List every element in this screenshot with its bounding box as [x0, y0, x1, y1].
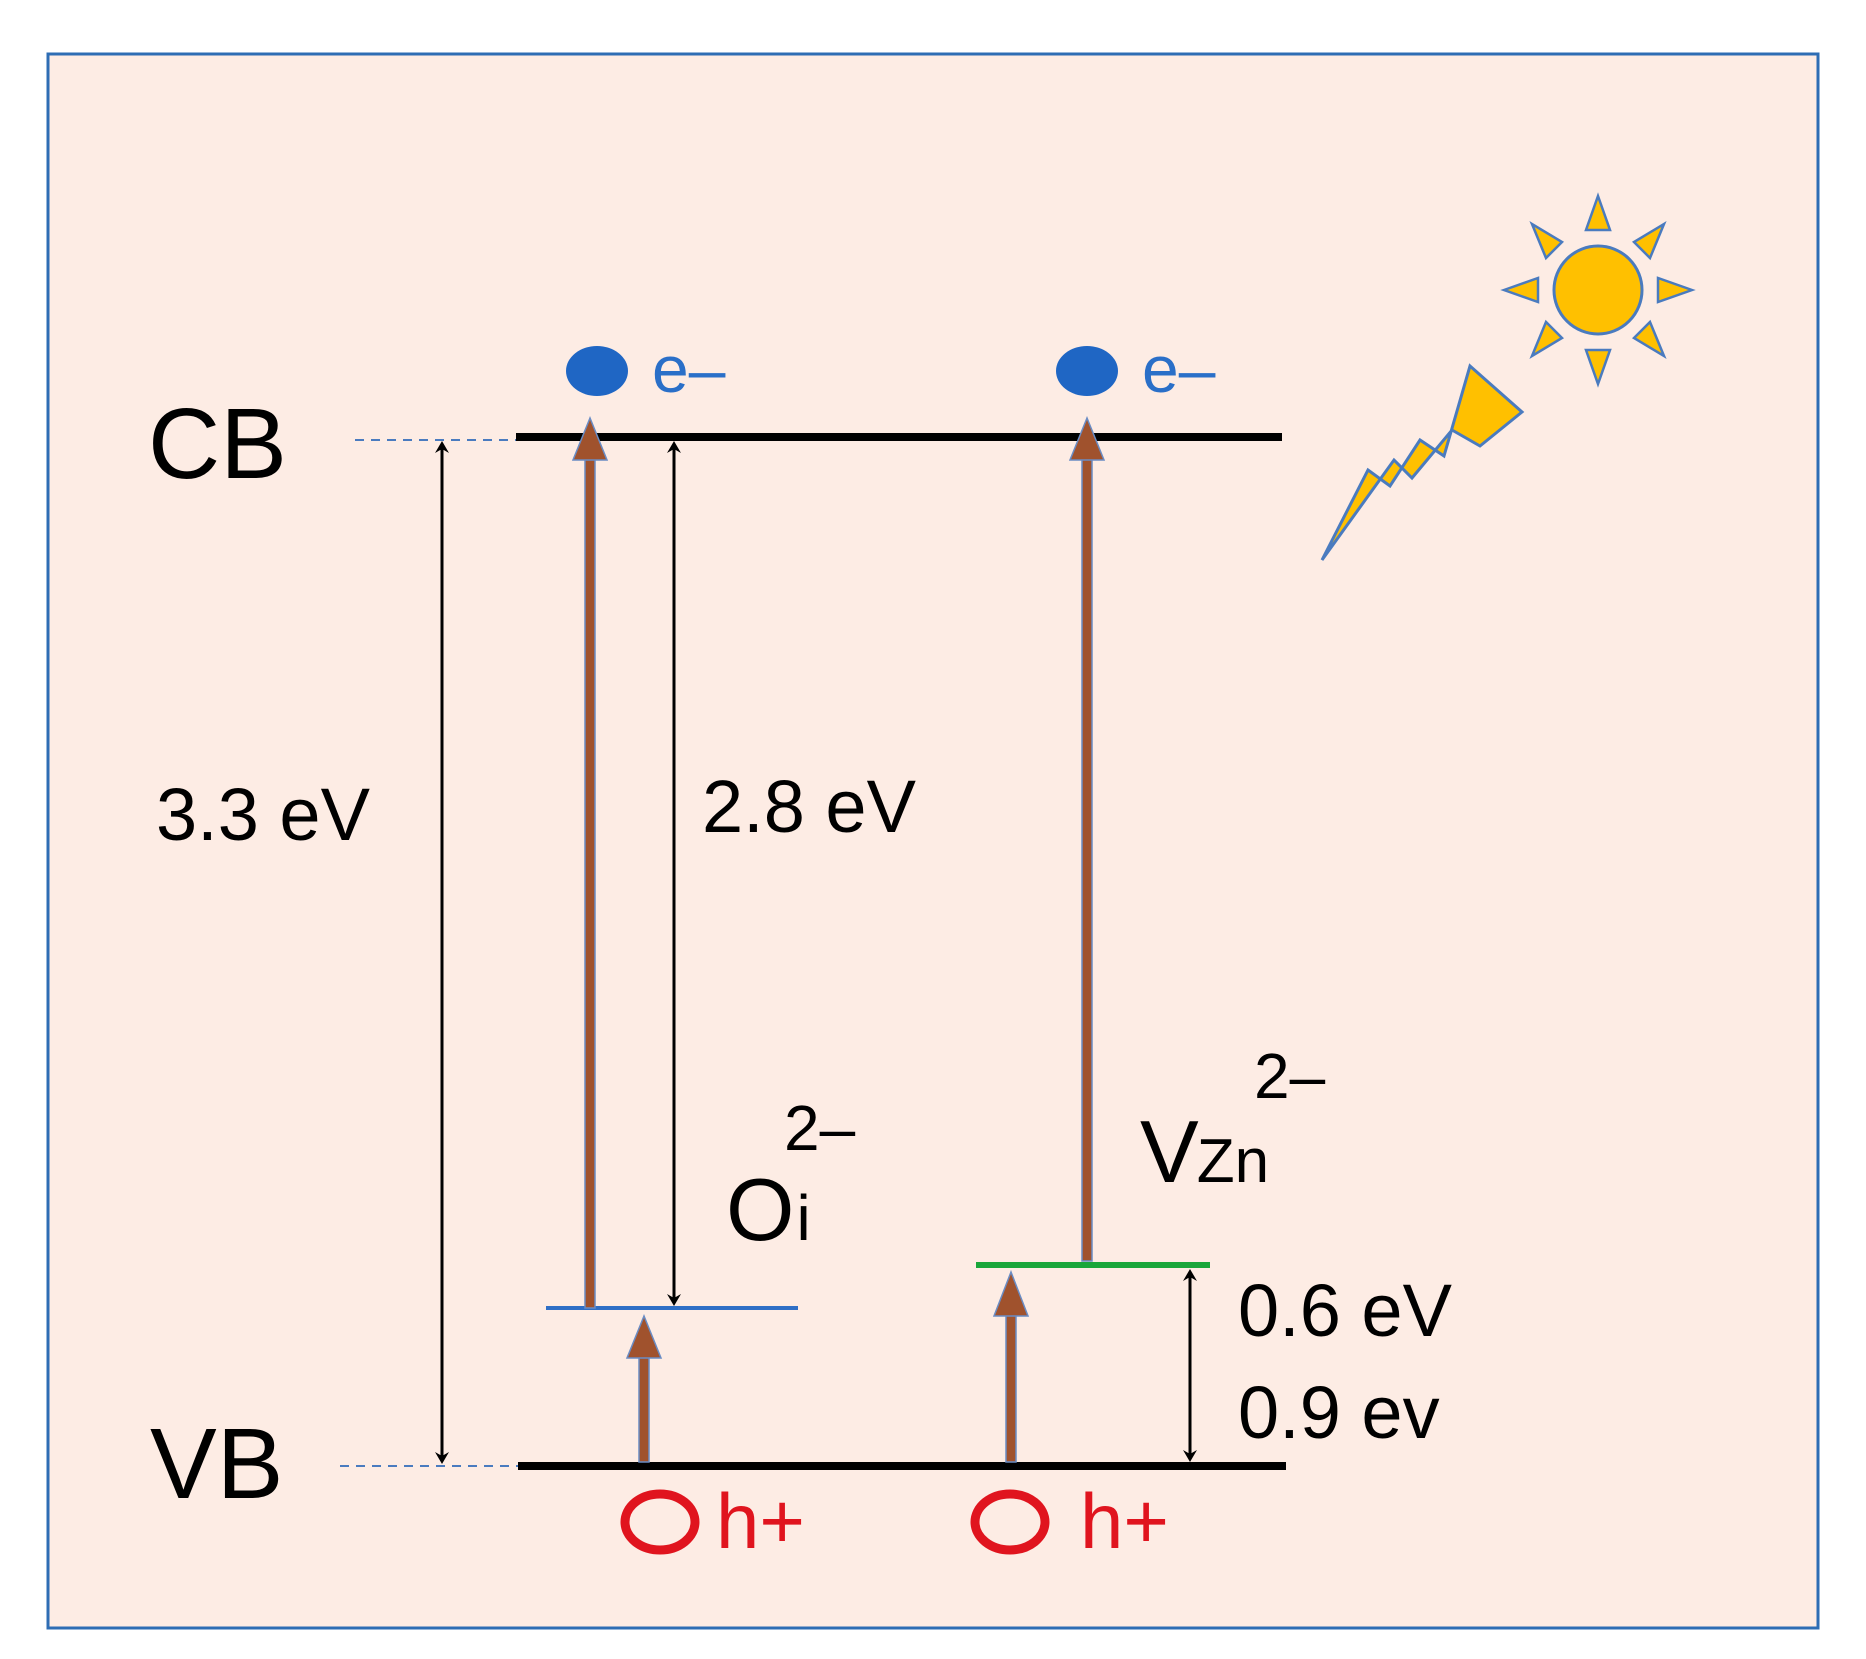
vzn-defect-label: VZn — [1140, 1102, 1269, 1201]
electron-icon — [566, 346, 628, 396]
vzn-defect-base: V — [1140, 1102, 1199, 1201]
oi-defect-subscript: i — [796, 1182, 810, 1254]
electron-icon — [1056, 346, 1118, 396]
cb-label: CB — [148, 388, 287, 500]
hole-icon — [620, 1489, 700, 1555]
vzn-gap-label-a: 0.6 eV — [1238, 1269, 1453, 1352]
hole-label-oi: h+ — [716, 1477, 805, 1565]
vb-label: VB — [150, 1408, 283, 1520]
electron-label-vzn: e– — [1142, 332, 1216, 406]
vzn-gap-label-b: 0.9 ev — [1238, 1371, 1440, 1454]
lightning-icon — [1320, 363, 1525, 561]
diagram-panel — [46, 52, 1820, 1630]
vzn-defect-subscript: Zn — [1197, 1127, 1269, 1196]
hole-label-vzn: h+ — [1080, 1477, 1169, 1565]
band-gap-label: 3.3 eV — [156, 773, 371, 856]
sun-icon — [1500, 192, 1696, 388]
transition-arrow-oi-cb — [571, 416, 609, 1309]
vzn-defect-charge: 2– — [1254, 1040, 1326, 1112]
electron-label-oi: e– — [652, 332, 726, 406]
transition-arrow-vb-vzn — [992, 1269, 1030, 1463]
oi-defect-label: Oi — [726, 1160, 811, 1259]
transition-arrow-vb-oi — [625, 1314, 663, 1463]
hole-icon — [970, 1489, 1050, 1555]
transition-arrow-vzn-cb — [1068, 416, 1106, 1262]
oi-defect-charge: 2– — [784, 1092, 856, 1164]
oi-gap-label: 2.8 eV — [702, 765, 917, 848]
oi-defect-base: O — [726, 1160, 794, 1259]
